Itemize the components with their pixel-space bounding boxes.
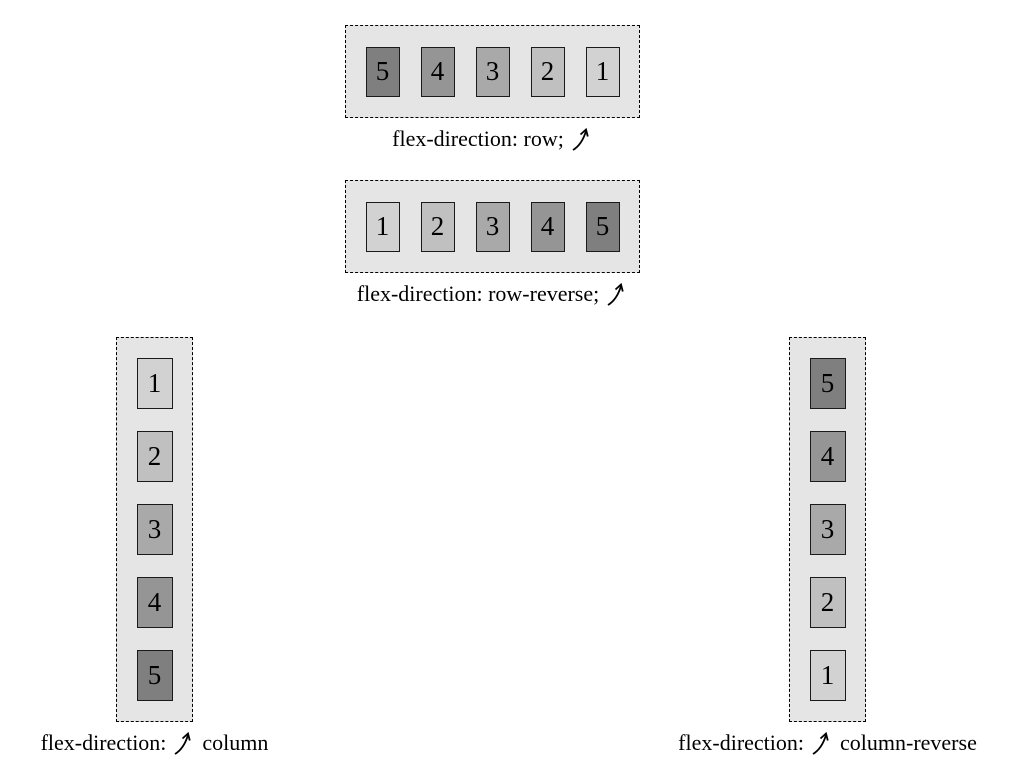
figure-row-label-text: flex-direction: row; <box>392 126 564 151</box>
flex-item-1: 1 <box>136 358 173 409</box>
figure-column-reverse: 5 4 3 2 1 flex-direction: column-reverse <box>678 337 977 756</box>
flex-item-4: 4 <box>136 577 173 628</box>
curved-up-right-arrow-icon <box>606 281 628 307</box>
curved-up-right-arrow-icon <box>571 126 593 152</box>
flex-container-column-reverse: 5 4 3 2 1 <box>789 337 866 722</box>
figure-column: 1 2 3 4 5 flex-direction: column <box>41 337 268 756</box>
flex-item-3: 3 <box>475 46 510 97</box>
flex-item-2: 2 <box>420 201 455 252</box>
flex-item-1: 1 <box>365 201 400 252</box>
figure-column-label-suffix: column <box>202 730 269 755</box>
curved-up-right-arrow-icon <box>173 730 195 756</box>
flex-item-2: 2 <box>136 431 173 482</box>
figure-column-reverse-label-text: flex-direction: <box>678 730 805 755</box>
flex-item-3: 3 <box>809 504 846 555</box>
flex-item-3: 3 <box>136 504 173 555</box>
flex-container-column: 1 2 3 4 5 <box>116 337 193 722</box>
flex-item-5: 5 <box>809 358 846 409</box>
figure-column-reverse-label: flex-direction: column-reverse <box>678 730 977 756</box>
figure-row-label: flex-direction: row; <box>392 126 593 152</box>
flex-item-2: 2 <box>530 46 565 97</box>
flex-item-5: 5 <box>365 46 400 97</box>
flex-item-1: 1 <box>585 46 620 97</box>
flex-item-1: 1 <box>809 650 846 701</box>
flex-item-4: 4 <box>420 46 455 97</box>
figure-row-reverse-label-text: flex-direction: row-reverse; <box>356 281 600 306</box>
figure-row-reverse-label: flex-direction: row-reverse; <box>357 281 629 307</box>
figure-column-reverse-label-suffix: column-reverse <box>840 730 977 755</box>
figure-column-label-text: flex-direction: <box>40 730 167 755</box>
flex-item-3: 3 <box>475 201 510 252</box>
flex-item-5: 5 <box>136 650 173 701</box>
flex-item-5: 5 <box>585 201 620 252</box>
flex-item-4: 4 <box>530 201 565 252</box>
figure-column-label: flex-direction: column <box>41 730 269 756</box>
flex-item-4: 4 <box>809 431 846 482</box>
curved-up-right-arrow-icon <box>811 730 833 756</box>
flex-item-2: 2 <box>809 577 846 628</box>
